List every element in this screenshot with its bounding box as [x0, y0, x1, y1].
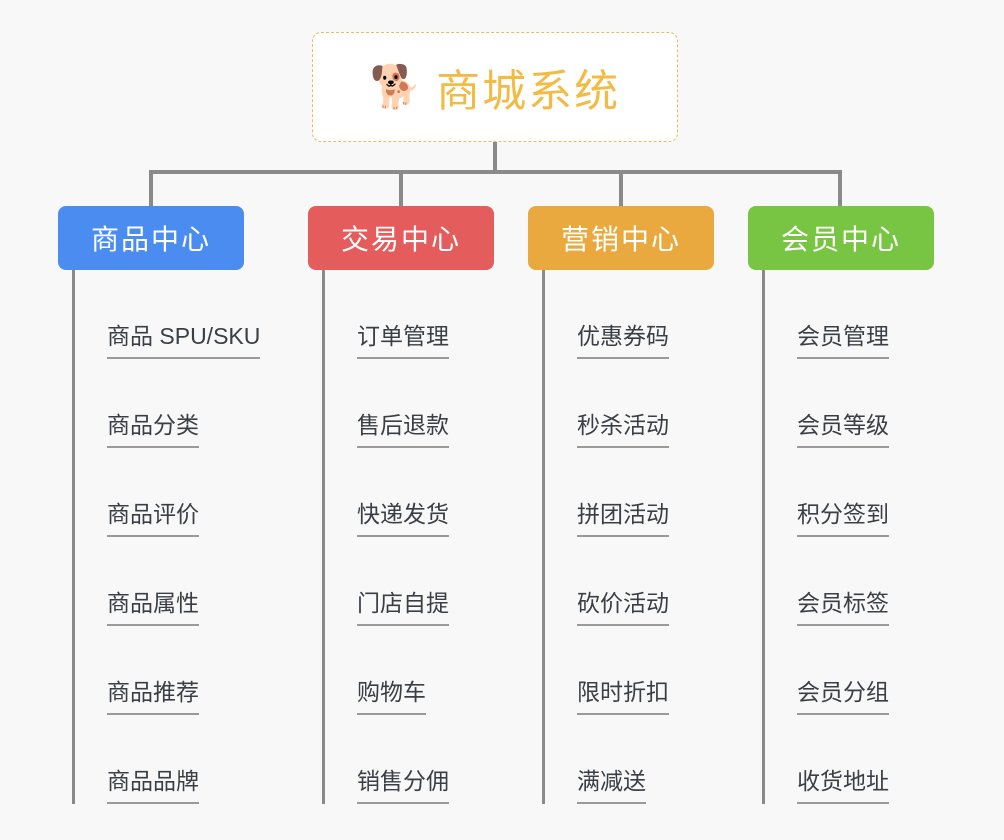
list-item-label: 商品推荐 — [107, 673, 199, 715]
list-item-label: 购物车 — [357, 673, 426, 715]
connector-horizontal-bus — [149, 170, 842, 174]
list-item-label: 拼团活动 — [577, 495, 669, 537]
list-item-label: 商品属性 — [107, 584, 199, 626]
column-body-marketing-center: 优惠券码 秒杀活动 拼团活动 砍价活动 限时折扣 满减送 — [542, 270, 714, 804]
list-item-label: 收货地址 — [797, 762, 889, 804]
list-item-label: 订单管理 — [357, 317, 449, 359]
list-item-label: 商品品牌 — [107, 762, 199, 804]
list-item-label: 会员分组 — [797, 673, 889, 715]
column-header-trade-center[interactable]: 交易中心 — [308, 206, 494, 270]
column-marketing-center: 营销中心 优惠券码 秒杀活动 拼团活动 砍价活动 限时折扣 满减送 — [528, 206, 714, 804]
list-item-label: 商品分类 — [107, 406, 199, 448]
list-item[interactable]: 商品评价 — [75, 448, 260, 537]
list-item[interactable]: 会员等级 — [765, 359, 934, 448]
list-item[interactable]: 购物车 — [325, 626, 494, 715]
list-item[interactable]: 会员标签 — [765, 537, 934, 626]
list-item[interactable]: 会员管理 — [765, 270, 934, 359]
column-header-member-center[interactable]: 会员中心 — [748, 206, 934, 270]
root-title: 商城系统 — [436, 67, 621, 116]
list-item[interactable]: 满减送 — [545, 715, 714, 804]
list-item[interactable]: 限时折扣 — [545, 626, 714, 715]
list-item-label: 秒杀活动 — [577, 406, 669, 448]
list-item-label: 会员标签 — [797, 584, 889, 626]
list-item[interactable]: 商品 SPU/SKU — [75, 270, 261, 359]
column-header-product-center[interactable]: 商品中心 — [58, 206, 244, 270]
list-item[interactable]: 售后退款 — [325, 359, 494, 448]
list-item[interactable]: 拼团活动 — [545, 448, 714, 537]
list-item-label: 优惠券码 — [577, 317, 669, 359]
list-item[interactable]: 订单管理 — [325, 270, 494, 359]
column-header-label: 交易中心 — [340, 224, 461, 255]
list-item-label: 满减送 — [577, 762, 646, 804]
list-item[interactable]: 会员分组 — [765, 626, 934, 715]
list-item-label: 会员管理 — [797, 317, 889, 359]
column-member-center: 会员中心 会员管理 会员等级 积分签到 会员标签 会员分组 收货地址 — [748, 206, 934, 804]
column-body-member-center: 会员管理 会员等级 积分签到 会员标签 会员分组 收货地址 — [762, 270, 934, 804]
list-item[interactable]: 商品属性 — [75, 537, 260, 626]
list-item[interactable]: 销售分佣 — [325, 715, 494, 804]
column-body-product-center: 商品 SPU/SKU 商品分类 商品评价 商品属性 商品推荐 商品品牌 — [72, 270, 261, 804]
connector-drop-2 — [619, 172, 623, 206]
list-item[interactable]: 商品推荐 — [75, 626, 260, 715]
root-node[interactable]: 🐕 商城系统 — [312, 32, 678, 142]
list-item-label: 会员等级 — [797, 406, 889, 448]
connector-root-stem — [493, 142, 497, 172]
column-product-center: 商品中心 商品 SPU/SKU 商品分类 商品评价 商品属性 商品推荐 商品品牌 — [58, 206, 261, 804]
list-item[interactable]: 门店自提 — [325, 537, 494, 626]
column-header-label: 商品中心 — [90, 224, 211, 255]
list-item[interactable]: 优惠券码 — [545, 270, 714, 359]
list-item-label: 砍价活动 — [577, 584, 669, 626]
column-header-marketing-center[interactable]: 营销中心 — [528, 206, 714, 270]
column-body-trade-center: 订单管理 售后退款 快递发货 门店自提 购物车 销售分佣 — [322, 270, 494, 804]
shiba-dog-emoji-icon: 🐕 — [369, 62, 423, 111]
list-item-label: 快递发货 — [357, 495, 449, 537]
list-item-label: 销售分佣 — [357, 762, 449, 804]
list-item[interactable]: 积分签到 — [765, 448, 934, 537]
list-item[interactable]: 商品品牌 — [75, 715, 260, 804]
list-item-label: 积分签到 — [797, 495, 889, 537]
column-header-label: 营销中心 — [560, 224, 681, 255]
list-item[interactable]: 商品分类 — [75, 359, 260, 448]
list-item-label: 门店自提 — [357, 584, 449, 626]
connector-drop-1 — [399, 172, 403, 206]
connector-drop-0 — [149, 172, 153, 206]
list-item[interactable]: 快递发货 — [325, 448, 494, 537]
list-item-label: 商品 SPU/SKU — [107, 317, 261, 359]
list-item[interactable]: 收货地址 — [765, 715, 934, 804]
list-item-label: 商品评价 — [107, 495, 199, 537]
column-header-label: 会员中心 — [780, 224, 901, 255]
list-item-label: 限时折扣 — [577, 673, 669, 715]
list-item[interactable]: 秒杀活动 — [545, 359, 714, 448]
list-item[interactable]: 砍价活动 — [545, 537, 714, 626]
list-item-label: 售后退款 — [357, 406, 449, 448]
column-trade-center: 交易中心 订单管理 售后退款 快递发货 门店自提 购物车 销售分佣 — [308, 206, 494, 804]
connector-drop-3 — [838, 172, 842, 206]
